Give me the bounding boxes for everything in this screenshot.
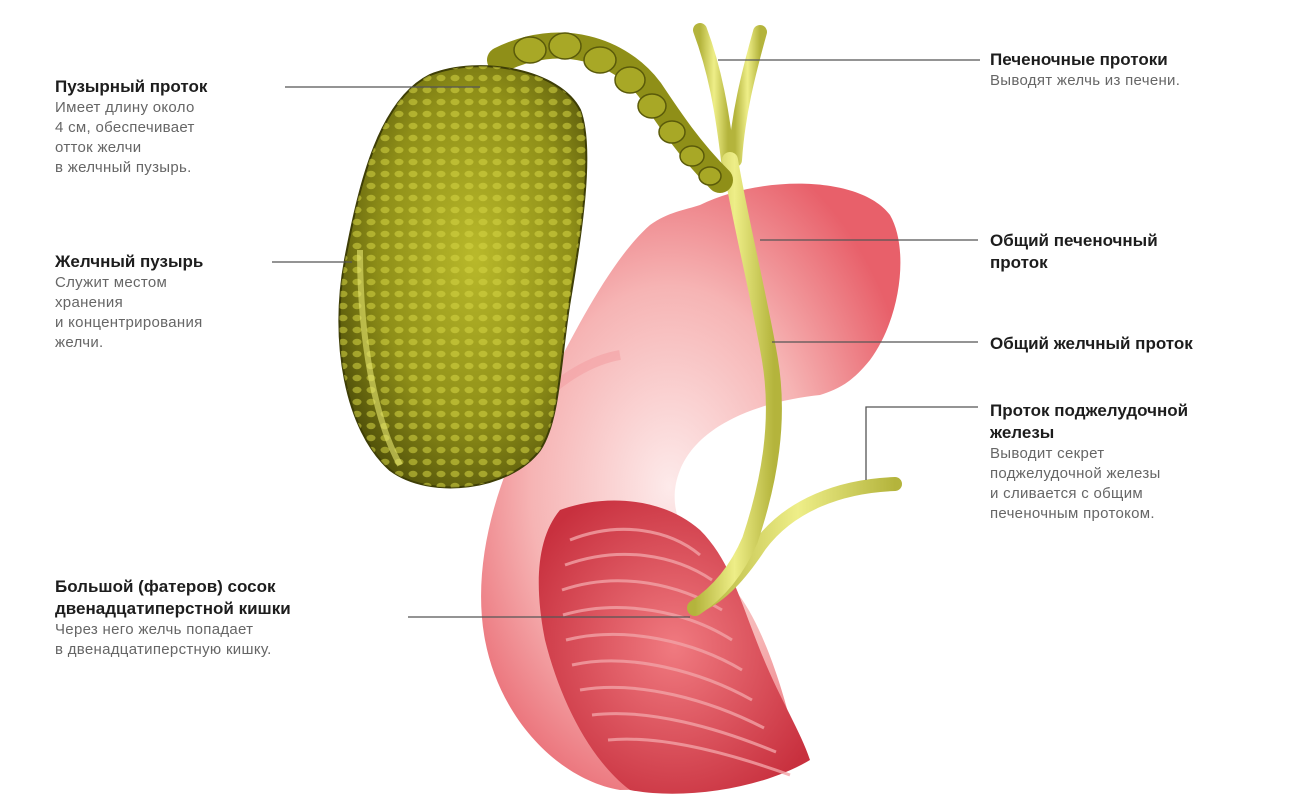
label-common-bile-duct: Общий желчный проток — [990, 333, 1193, 355]
gallbladder — [339, 66, 586, 487]
label-common-hepatic-duct: Общий печеночный проток — [990, 230, 1158, 274]
label-gallbladder: Желчный пузырь Служит местом хранения и … — [55, 251, 203, 353]
pancreatic-duct-desc: Выводит секрет поджелудочной железы и сл… — [990, 444, 1188, 524]
label-cystic-duct: Пузырный проток Имеет длину около 4 см, … — [55, 76, 207, 178]
common-hepatic-duct-title: Общий печеночный проток — [990, 230, 1158, 274]
gallbladder-desc: Служит местом хранения и концентрировани… — [55, 273, 203, 353]
cystic-duct-desc: Имеет длину около 4 см, обеспечивает отт… — [55, 98, 207, 178]
hepatic-ducts-title: Печеночные протоки — [990, 49, 1180, 71]
label-hepatic-ducts: Печеночные протоки Выводят желчь из пече… — [990, 49, 1180, 91]
papilla-desc: Через него желчь попадает в двенадцатипе… — [55, 620, 291, 660]
label-pancreatic-duct: Проток поджелудочной железы Выводит секр… — [990, 400, 1188, 524]
gallbladder-title: Желчный пузырь — [55, 251, 203, 273]
cystic-duct-title: Пузырный проток — [55, 76, 207, 98]
label-papilla: Большой (фатеров) сосок двенадцатиперстн… — [55, 576, 291, 660]
hepatic-ducts-desc: Выводят желчь из печени. — [990, 71, 1180, 91]
papilla-title: Большой (фатеров) сосок двенадцатиперстн… — [55, 576, 291, 620]
pancreatic-duct-title: Проток поджелудочной железы — [990, 400, 1188, 444]
common-bile-duct-title: Общий желчный проток — [990, 333, 1193, 355]
